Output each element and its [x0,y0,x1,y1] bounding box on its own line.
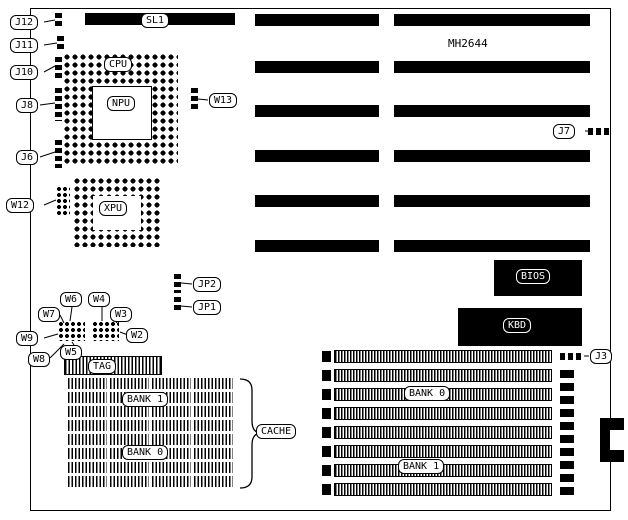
expansion-slot [255,105,379,117]
expansion-slot [394,240,590,252]
simm-tab [322,389,331,400]
label-w8: W8 [28,352,51,367]
label-w2: W2 [126,328,149,343]
simm-socket-row [334,369,552,382]
label-kbd: KBD [503,318,532,333]
label-cache: CACHE [256,424,297,439]
label-w5: W5 [60,345,83,360]
expansion-slot [255,195,379,207]
pin-header-j8 [55,88,62,121]
label-jp2: JP2 [193,277,222,292]
simm-socket-row [334,407,552,420]
label-w3: W3 [110,307,133,322]
pin-header-jp2 [174,274,181,293]
simm-tab [322,351,331,362]
jumper-block-1 [58,321,85,341]
simm-tab [322,427,331,438]
cache-chip-row [68,378,233,389]
label-w7: W7 [38,307,61,322]
simm-socket-row [334,426,552,439]
label-j10: J10 [10,65,39,80]
label-j6: J6 [16,150,39,165]
label-w12: W12 [6,198,35,213]
label-bios: BIOS [516,269,551,284]
label-w13: W13 [209,93,238,108]
cache-chip-row [68,462,233,473]
pin-header-j7 [588,128,610,135]
label-sl1: SL1 [141,13,170,28]
simm-tab [322,484,331,495]
jumper-block-2 [92,321,119,341]
label-jp1: JP1 [193,300,222,315]
cache-chip-row [68,434,233,445]
label-w6: W6 [60,292,83,307]
expansion-slot [394,105,590,117]
expansion-slot [394,61,590,73]
pin-header-j11 [57,36,64,52]
expansion-slot [394,14,590,26]
board-outline [30,8,611,511]
simm-tab [322,370,331,381]
simm-tab [322,408,331,419]
simm-tab [322,465,331,476]
expansion-slot [255,240,379,252]
label-mem-bank1: BANK 1 [398,459,445,474]
label-tag: TAG [88,359,117,374]
keyboard-connector-notch [610,430,626,450]
expansion-slot [255,14,379,26]
expansion-slot [394,150,590,162]
cache-chip-row [68,420,233,431]
label-j7: J7 [553,124,576,139]
cache-chip-row [68,406,233,417]
label-j8: J8 [16,98,39,113]
label-j12: J12 [10,15,39,30]
pin-header-j3 [560,353,583,360]
simm-socket-row [334,483,552,496]
expansion-slot [394,195,590,207]
simm-tab [322,446,331,457]
label-cache-bank1: BANK 1 [122,392,169,407]
expansion-slot [255,150,379,162]
pin-header-jp1 [174,297,181,313]
cpu-inner-socket [92,86,152,140]
label-w9: W9 [16,331,39,346]
pin-header-w13 [191,88,198,111]
label-npu: NPU [107,96,136,111]
simm-socket-row [334,350,552,363]
simm-socket-row [334,445,552,458]
label-cpu: CPU [104,57,133,72]
pin-header-w12 [56,186,70,216]
label-j11: J11 [10,38,39,53]
pin-header-j10 [55,57,62,79]
cache-chip-row [68,476,233,487]
label-j3: J3 [590,349,613,364]
label-w4: W4 [88,292,111,307]
expansion-slot [255,61,379,73]
label-mem-bank0: BANK 0 [404,386,451,401]
pin-header-j12 [55,13,62,29]
vertical-pin-connector [560,370,574,500]
label-xpu: XPU [99,201,128,216]
pin-header-j6 [55,140,62,168]
board-model: MH2644 [448,37,488,50]
label-cache-bank0: BANK 0 [122,445,169,460]
